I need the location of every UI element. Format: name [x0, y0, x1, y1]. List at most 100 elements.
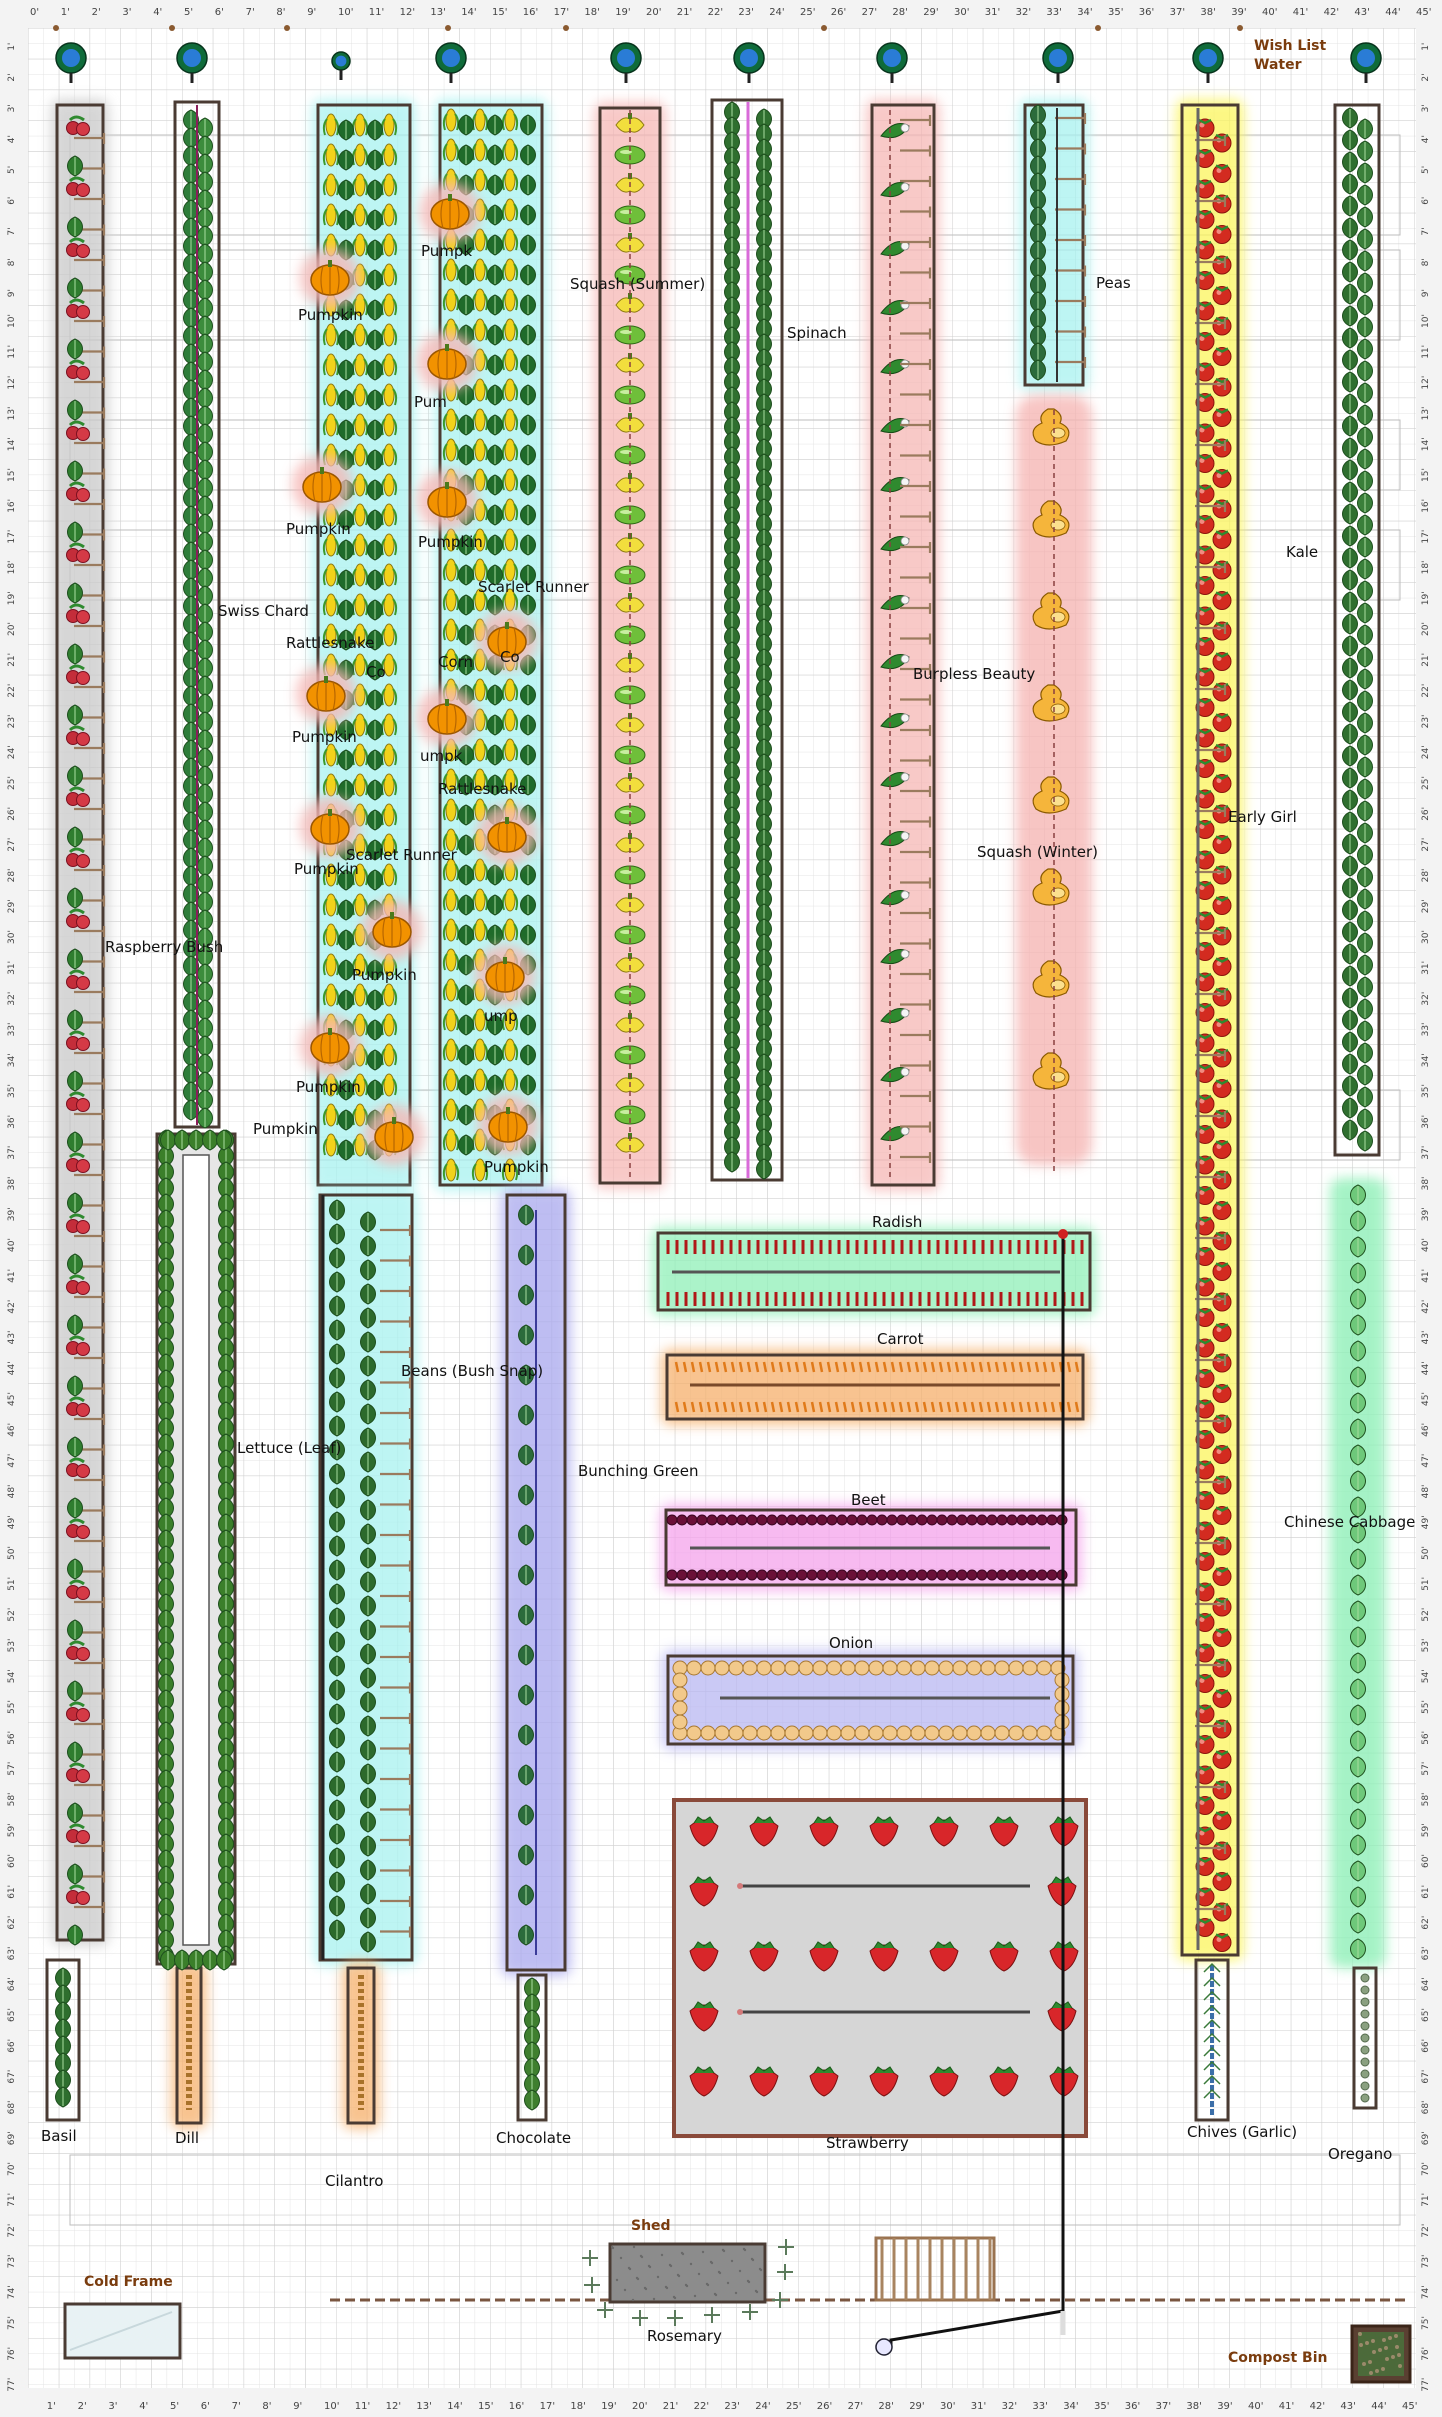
raspberry-icon — [66, 237, 90, 258]
ruler-right-tick: 63' — [1421, 1946, 1431, 1960]
chinese-cabbage-icon — [1350, 1782, 1366, 1804]
bean-icon — [360, 1475, 376, 1497]
chives-leaf-icon — [1203, 2032, 1221, 2043]
stake-icon — [900, 145, 932, 157]
oregano-icon — [1360, 2033, 1370, 2043]
corn-icon — [380, 173, 398, 197]
stake-icon — [74, 255, 106, 266]
stake-icon — [380, 1377, 412, 1389]
ruler-right-tick: 1' — [1421, 43, 1431, 51]
oregano-icon — [1360, 1985, 1370, 1995]
ruler-top-tick: 33' — [1046, 7, 1061, 18]
beet-icon — [776, 1514, 788, 1526]
stake-icon — [1195, 257, 1227, 268]
bean-icon — [360, 1235, 376, 1257]
ruler-right-tick: 20' — [1421, 622, 1431, 636]
lettuce-icon — [216, 1129, 232, 1151]
bed-chinese-cabbage-highlight — [1330, 1178, 1386, 1968]
bed-peas-highlight — [1019, 99, 1089, 391]
carrot-icon — [874, 1401, 880, 1413]
bean-icon — [520, 714, 536, 736]
label-peas: Peas — [1096, 274, 1131, 292]
stake-icon — [1195, 1050, 1227, 1061]
ruler-bottom-tick: 13' — [416, 2401, 431, 2412]
oregano-icon — [1360, 2057, 1370, 2067]
bean-icon — [329, 1391, 345, 1413]
carrot-icon — [802, 1361, 808, 1373]
pumpkin-icon — [362, 900, 422, 960]
chinese-cabbage-icon — [1350, 1600, 1366, 1622]
carrot-icon — [858, 1361, 864, 1373]
tomato-icon — [1195, 1369, 1215, 1388]
carrot-icon — [786, 1401, 792, 1413]
bean-icon — [458, 414, 474, 436]
ruler-marker — [1237, 25, 1243, 31]
cucumber-icon — [880, 1067, 910, 1083]
chard-icon — [197, 693, 213, 715]
tomato-icon — [1212, 835, 1232, 854]
stake-icon — [380, 1896, 412, 1907]
ruler-right-tick: 44' — [1421, 1361, 1431, 1375]
beet-icon — [716, 1514, 728, 1526]
onion-icon — [756, 1725, 772, 1741]
tomato-icon — [1212, 1323, 1232, 1342]
ruler-left-tick: 70' — [7, 2162, 17, 2176]
chives-leaf-icon — [1203, 1976, 1221, 1987]
tomato-icon — [1212, 865, 1232, 885]
ruler-left-tick: 20' — [7, 622, 17, 636]
corn-icon — [442, 768, 460, 792]
stake-icon — [380, 1560, 412, 1572]
bed-burpless-beauty — [866, 99, 940, 1191]
ruler-left-tick: 6' — [7, 197, 17, 205]
bean-icon — [458, 264, 474, 286]
bunching-green-icon — [518, 1324, 534, 1346]
chinese-cabbage-icon — [1350, 1418, 1366, 1440]
ruler-left-tick: 5' — [7, 166, 17, 174]
bed-beans-bush-snap-border — [318, 1193, 414, 1962]
carrot-icon — [1042, 1401, 1048, 1413]
stake-icon — [1195, 135, 1227, 146]
ruler-right-tick: 72' — [1421, 2224, 1431, 2238]
ruler-left-tick: 48' — [7, 1484, 17, 1498]
ruler-left-tick: 68' — [7, 2100, 17, 2114]
pumpkin-icon — [475, 945, 535, 1005]
beet-icon — [686, 1569, 698, 1581]
corn-icon — [501, 768, 519, 792]
bunching-green-icon — [518, 1924, 534, 1946]
bunching-green-icon — [518, 1724, 534, 1746]
row-guide — [69, 2154, 1401, 2226]
legend-water[interactable]: Water — [1254, 57, 1302, 73]
corn-icon — [442, 408, 460, 432]
ruler-right-tick: 68' — [1421, 2100, 1431, 2114]
strawberry-icon — [689, 1941, 719, 1972]
strawberry-icon — [749, 1941, 779, 1972]
ruler-right-tick: 58' — [1421, 1792, 1431, 1806]
label-carrot: Carrot — [877, 1330, 924, 1348]
legend-wish-list[interactable]: Wish List — [1254, 38, 1327, 54]
bed-dill-border — [175, 1966, 203, 2125]
ruler-right-tick: 76' — [1421, 2347, 1431, 2361]
ruler-right-tick: 11' — [1421, 345, 1431, 359]
bean-icon — [329, 1607, 345, 1629]
cucumber-icon — [880, 241, 910, 257]
tomato-icon — [1195, 1613, 1215, 1632]
ruler-top-tick: 6' — [215, 7, 224, 18]
ruler-left-tick: 10' — [7, 314, 17, 328]
onion-icon — [784, 1725, 800, 1741]
raspberry-icon — [66, 1274, 90, 1295]
beet-icon — [906, 1569, 918, 1581]
kale-icon — [1342, 569, 1358, 591]
stake-icon — [1195, 1599, 1227, 1610]
kale-icon — [1342, 1009, 1358, 1031]
pumpkin-icon — [364, 1105, 424, 1165]
chives-leaf-icon — [1203, 2074, 1221, 2085]
rosemary-icon — [777, 2264, 793, 2280]
stake-icon — [900, 298, 932, 309]
bean-icon — [487, 144, 503, 166]
ruler-left-tick: 49' — [7, 1515, 17, 1529]
kale-icon — [1342, 1053, 1358, 1075]
ruler-left-tick: 23' — [7, 714, 17, 728]
chard-icon — [197, 225, 213, 247]
stake-icon — [1195, 501, 1227, 512]
